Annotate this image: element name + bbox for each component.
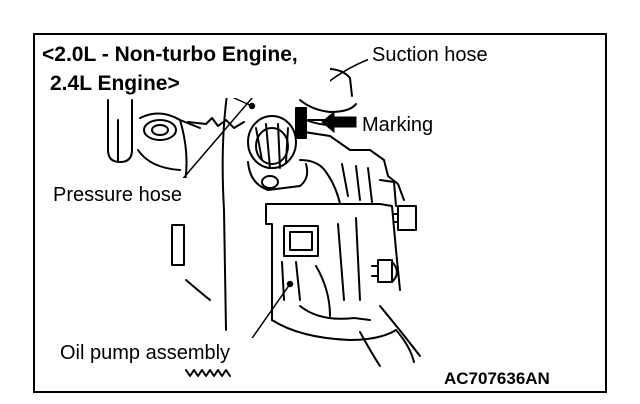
marking-arrow (321, 110, 357, 134)
pump-label-backdrop (56, 338, 276, 366)
heading-backdrop (38, 38, 330, 98)
pressure-label-backdrop (50, 178, 216, 208)
suction-label-backdrop (368, 40, 520, 68)
oil-pump-assembly-label: Oil pump assembly (60, 342, 230, 364)
engine-heading-line2: 2.4L Engine> (50, 72, 180, 95)
marking-label: Marking (362, 114, 433, 136)
pressure-hose-label: Pressure hose (53, 184, 182, 206)
engine-illustration (107, 59, 421, 377)
engine-heading-line1: <2.0L - Non-turbo Engine, (42, 43, 298, 66)
figure-code: AC707636AN (444, 369, 550, 388)
suction-hose-label: Suction hose (372, 44, 488, 66)
marking-label-backdrop (360, 110, 456, 138)
